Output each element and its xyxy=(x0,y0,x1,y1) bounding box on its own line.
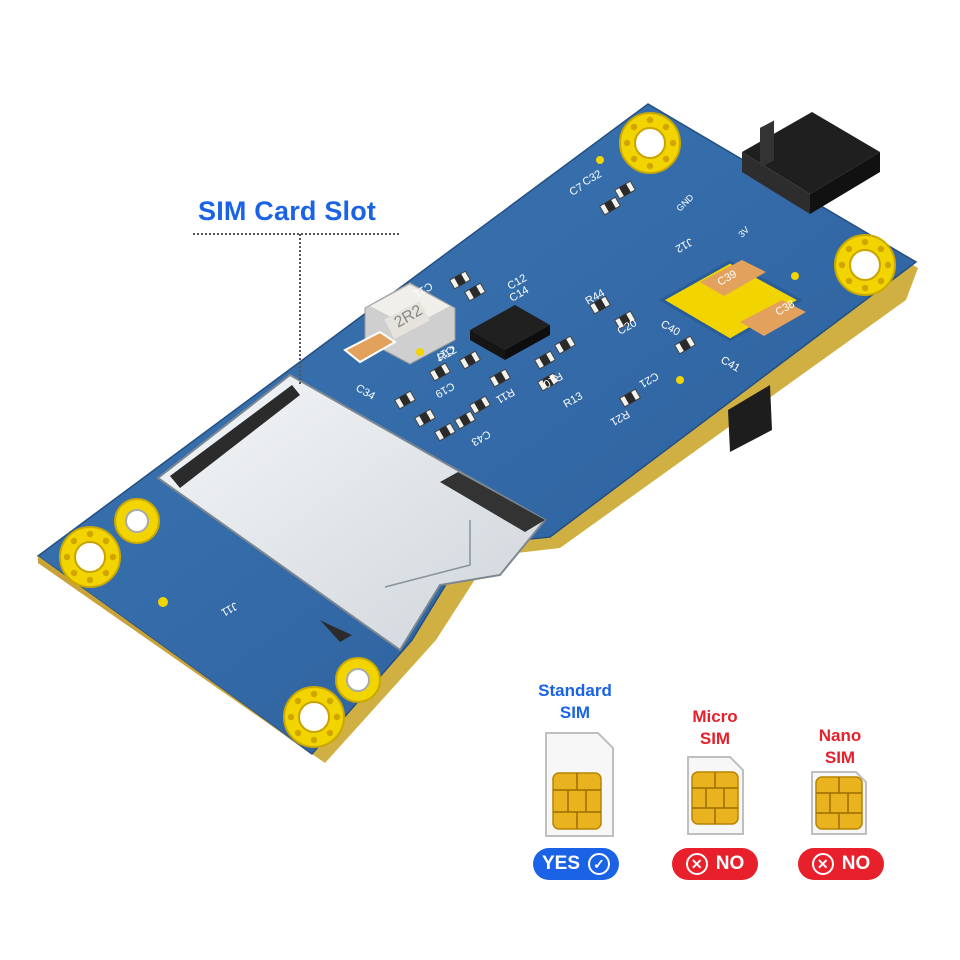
no-badge-micro: NO ✕ xyxy=(672,848,758,880)
micro-sim-line2: SIM xyxy=(699,729,731,748)
pin-header xyxy=(742,112,880,214)
check-icon: ✓ xyxy=(588,853,611,875)
yes-badge: YES ✓ xyxy=(533,848,619,880)
standard-sim-card xyxy=(545,732,614,837)
callout-leader xyxy=(193,233,400,385)
connector-stub xyxy=(728,385,772,452)
standard-sim-line1: Standard xyxy=(538,681,612,700)
nano-sim-line2: SIM xyxy=(824,748,856,767)
nano-sim-card xyxy=(811,771,867,835)
standard-sim-line2: SIM xyxy=(559,703,591,722)
micro-sim-label: Micro SIM xyxy=(670,706,760,750)
cross-icon: ✕ xyxy=(811,853,834,875)
nano-sim-line1: Nano xyxy=(818,726,862,745)
no-text-nano: NO xyxy=(841,853,871,874)
no-badge-nano: NO ✕ xyxy=(798,848,884,880)
yes-text: YES xyxy=(541,853,581,874)
no-text-micro: NO xyxy=(715,853,745,874)
standard-sim-label: Standard SIM xyxy=(520,680,630,724)
mounting-pads xyxy=(59,112,896,748)
sim-card-slot xyxy=(156,373,547,652)
sim-slot-callout: SIM Card Slot xyxy=(198,196,377,226)
gold-capacitors xyxy=(658,260,806,342)
smd-components xyxy=(158,156,799,607)
cross-icon: ✕ xyxy=(685,853,708,875)
micro-sim-card xyxy=(687,756,744,835)
ic-chip xyxy=(470,305,550,360)
nano-sim-label: Nano SIM xyxy=(800,725,880,769)
micro-sim-line1: Micro xyxy=(692,707,738,726)
